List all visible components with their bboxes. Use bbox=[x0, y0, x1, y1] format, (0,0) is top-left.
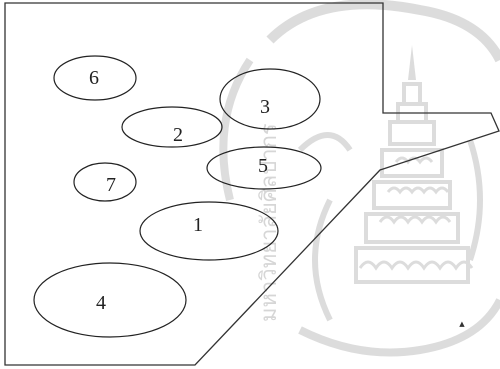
zone-6-label: 6 bbox=[89, 67, 99, 89]
zone-7-ellipse bbox=[74, 163, 136, 201]
zone-5-label: 5 bbox=[258, 155, 268, 177]
zone-7: 7 bbox=[74, 163, 136, 201]
zone-4-label: 4 bbox=[96, 292, 106, 314]
zone-3-label: 3 bbox=[260, 96, 270, 118]
watermark-caption: มหาวิทยาลัยศิลปากร bbox=[257, 123, 282, 322]
zone-4-ellipse bbox=[34, 263, 186, 337]
zone-2-label: 2 bbox=[173, 124, 183, 146]
zone-1-label: 1 bbox=[193, 214, 203, 236]
zone-7-label: 7 bbox=[106, 174, 116, 196]
zone-4: 4 bbox=[34, 263, 186, 337]
zone-2-ellipse bbox=[122, 107, 222, 147]
zone-6: 6 bbox=[54, 56, 136, 100]
zone-2: 2 bbox=[122, 107, 222, 147]
marker-triangle: ▲ bbox=[459, 320, 465, 328]
